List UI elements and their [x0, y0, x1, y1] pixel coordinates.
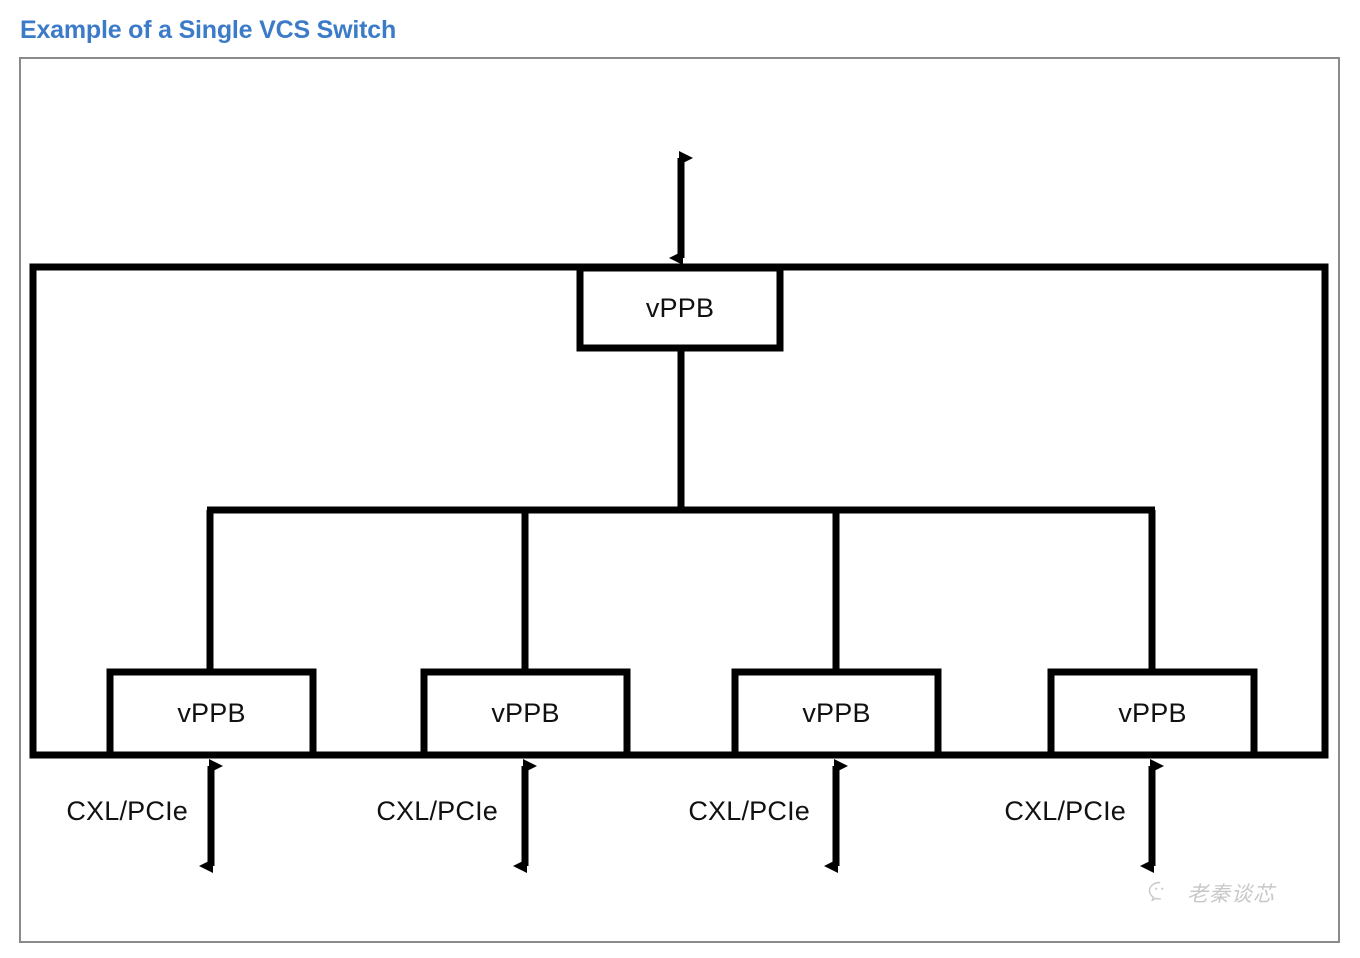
downstream-vppb-box-2: [420, 668, 631, 759]
watermark: 老秦谈芯: [1148, 878, 1275, 908]
downstream-vppb-label-4: vPPB: [1118, 698, 1187, 728]
downstream-vppb-box-1: [106, 668, 317, 759]
downstream-link-label-3: CXL/PCIe: [688, 796, 810, 826]
downstream-link-label-4: CXL/PCIe: [1004, 796, 1126, 826]
downstream-vppb-label-3: vPPB: [802, 698, 871, 728]
downstream-link-label-1: CXL/PCIe: [66, 796, 188, 826]
watermark-text: 老秦谈芯: [1187, 882, 1275, 906]
downstream-vppb-label-2: vPPB: [491, 698, 560, 728]
wechat-icon: [1148, 881, 1164, 902]
downstream-vppb-box-4: [1047, 668, 1258, 759]
downstream-vppb-box-3: [731, 668, 942, 759]
page-title: Example of a Single VCS Switch: [20, 16, 397, 44]
downstream-link-label-2: CXL/PCIe: [376, 796, 498, 826]
upstream-vppb-label: vPPB: [645, 293, 715, 323]
downstream-vppb-label-1: vPPB: [177, 698, 246, 728]
